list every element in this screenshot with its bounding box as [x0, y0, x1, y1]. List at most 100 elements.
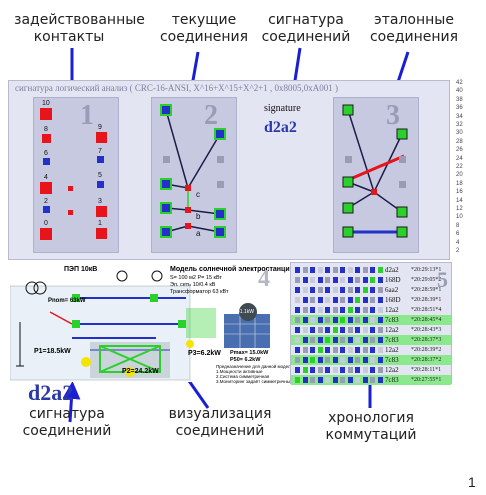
history-row[interactable]: 7c83 *20:28:45*4 — [291, 315, 451, 325]
history-cell — [302, 287, 308, 293]
history-row[interactable]: 7c83*20:27:55*1 — [291, 375, 451, 385]
history-row[interactable]: 168D*20:28:39*1 — [291, 295, 451, 305]
history-cell — [362, 317, 368, 323]
history-row[interactable]: 6aa2*20:28:59*1 — [291, 285, 451, 295]
history-cell — [317, 347, 323, 353]
scale-tick: 2 — [456, 248, 460, 254]
contact-label: 7 — [98, 148, 102, 155]
history-time: *20:28:37*2 — [411, 357, 442, 363]
history-time: *20:28:51*4 — [411, 307, 442, 313]
history-cell — [295, 347, 300, 353]
history-cell — [302, 367, 308, 373]
panel-number-5: 5 — [437, 267, 448, 292]
history-row[interactable]: d2a2*20:29:13*1 — [291, 265, 451, 275]
contact-9 — [96, 132, 107, 143]
history-time: *20:28:45*4 — [411, 317, 442, 323]
history-cell — [362, 377, 368, 383]
scale-tick: 8 — [456, 222, 460, 229]
history-cell — [347, 267, 353, 273]
history-cell — [332, 307, 338, 313]
history-signature: 7c83 — [385, 316, 399, 324]
contact-label: 1 — [98, 220, 102, 227]
history-cell — [302, 377, 308, 383]
history-signature: 12a2 — [385, 346, 399, 354]
history-cell — [317, 307, 323, 313]
history-signature: 7c83 — [385, 356, 399, 364]
history-cell — [355, 287, 360, 293]
analysis-panel: сигнатура логический анализ ( CRC-16-ANS… — [8, 80, 450, 260]
history-cell — [295, 307, 300, 313]
note-2: 2.Система симметричная — [216, 374, 270, 379]
history-time: *20:28:39*1 — [411, 297, 442, 303]
used-contacts-panel: 1 10 8 9 6 7 4 5 2 3 0 1 — [33, 97, 119, 253]
history-cell — [377, 377, 383, 383]
label-used-contacts: задействованные контакты — [14, 12, 145, 45]
label-reference-connections: эталонные соединения — [369, 12, 459, 45]
scale-tick: 6 — [456, 231, 460, 238]
history-cell — [295, 377, 300, 383]
scale-tick: 10 — [456, 214, 463, 221]
history-cell — [370, 307, 375, 313]
history-cell — [302, 267, 308, 273]
contact-8 — [42, 134, 51, 143]
history-cell — [362, 277, 368, 283]
history-cell — [332, 277, 338, 283]
value-pnom: Pnom= 63kW — [48, 298, 86, 304]
history-cell — [347, 287, 353, 293]
history-cell — [302, 317, 308, 323]
history-row[interactable]: 12a2*20:28:43*3 — [291, 325, 451, 335]
history-cell — [355, 297, 360, 303]
node-label-a: a — [196, 229, 201, 238]
history-cell — [355, 337, 360, 343]
history-cell — [302, 307, 308, 313]
history-row[interactable]: 12a2*20:28:11*1 — [291, 365, 451, 375]
history-cell — [362, 297, 368, 303]
history-cell — [347, 337, 353, 343]
history-cell — [310, 297, 315, 303]
label-switching-history: хронология коммутаций — [325, 410, 417, 443]
history-row[interactable]: 168D*20:29:05*2 — [291, 275, 451, 285]
history-cell — [370, 297, 375, 303]
history-cell — [377, 347, 383, 353]
history-cell — [362, 347, 368, 353]
history-cell — [377, 277, 383, 283]
history-cell — [317, 267, 323, 273]
history-row[interactable]: 7c83*20:28:37*3 — [291, 335, 451, 345]
history-cell — [332, 367, 338, 373]
contact-5 — [97, 181, 104, 188]
history-cell — [325, 337, 330, 343]
history-cell — [377, 337, 383, 343]
diagram-title: Модель солнечной электростанции — [170, 266, 294, 273]
label-connection-signature-top: сигнатура соединений — [261, 12, 351, 45]
history-cell — [302, 337, 308, 343]
panel-title: сигнатура логический анализ ( CRC-16-ANS… — [15, 83, 339, 93]
history-cell — [355, 317, 360, 323]
scale-tick: 22 — [456, 164, 463, 170]
history-time: *20:28:59*1 — [411, 287, 442, 293]
history-cell — [340, 267, 345, 273]
notes-title: Предназначение для данной модели — [216, 364, 294, 369]
history-cell — [310, 307, 315, 313]
history-signature: 7c83 — [385, 376, 399, 384]
history-signature: 12a2 — [385, 366, 399, 374]
history-cell — [370, 357, 375, 363]
panel-number-4: 4 — [258, 266, 270, 292]
diagram-line-3: Трансформатор 63 кВт — [170, 289, 229, 295]
note-3: 3.Мониторинг задаёт симметричные токи — [216, 379, 303, 384]
pv-badge: 41.1kW — [237, 309, 254, 315]
history-cell — [362, 287, 368, 293]
history-cell — [295, 337, 300, 343]
label-connection-signature-bottom: сигнатура соединений — [22, 406, 112, 439]
history-cell — [325, 347, 330, 353]
value-pmax: Pmax= 15.0kW — [230, 350, 269, 356]
history-cell — [370, 347, 375, 353]
history-cell — [295, 327, 300, 333]
scale-tick: 34 — [456, 113, 463, 120]
contact-label: 0 — [44, 220, 48, 227]
history-cell — [377, 317, 383, 323]
history-row[interactable]: 12a2*20:28:51*4 — [291, 305, 451, 315]
history-row[interactable]: 12a2*20:28:39*2 — [291, 345, 451, 355]
history-cell — [340, 317, 345, 323]
history-row[interactable]: 7c83 *20:28:37*2 — [291, 355, 451, 365]
